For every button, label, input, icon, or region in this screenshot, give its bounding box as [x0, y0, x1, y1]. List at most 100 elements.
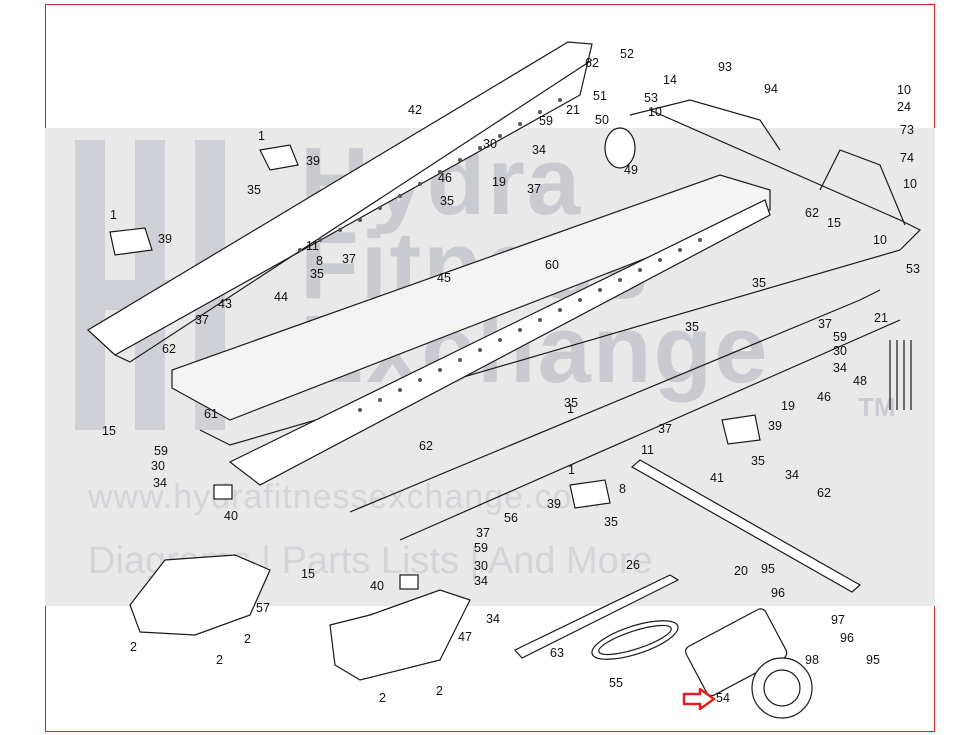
part-label: 34 [532, 143, 546, 157]
part-label: 45 [437, 271, 451, 285]
part-label: 21 [874, 311, 888, 325]
side-rail-left [87, 41, 593, 356]
part-label: 95 [866, 653, 880, 667]
part-label: 49 [624, 163, 638, 177]
part-label: 73 [900, 123, 914, 137]
part-label: 30 [151, 459, 165, 473]
part-label: 46 [817, 390, 831, 404]
hood-47 [329, 589, 471, 681]
part-label: 1 [568, 463, 575, 477]
part-label: 10 [897, 83, 911, 97]
part-label: 11 [641, 443, 654, 457]
part-label: 74 [900, 151, 914, 165]
part-label: 96 [840, 631, 854, 645]
part-label: 2 [436, 684, 443, 698]
deck [171, 174, 771, 421]
part-label: 30 [833, 344, 847, 358]
part-label: 37 [342, 252, 356, 266]
part-label: 60 [545, 258, 559, 272]
part-label: 30 [483, 137, 497, 151]
side-rail-right [228, 199, 771, 486]
part-label: 59 [833, 330, 847, 344]
part-label: 1 [110, 208, 117, 222]
part-label: 62 [585, 56, 599, 70]
part-label: 62 [805, 206, 819, 220]
part-label: 2 [216, 653, 223, 667]
drive-belt [591, 620, 679, 660]
part-label: 15 [827, 216, 841, 230]
part-label: 11 [306, 239, 319, 253]
part-label: 39 [547, 497, 561, 511]
part-label: 41 [710, 471, 724, 485]
part-label: 53 [644, 91, 658, 105]
part-label: 50 [595, 113, 609, 127]
part-label: 48 [853, 374, 867, 388]
part-label: 59 [154, 444, 168, 458]
part-label: 43 [218, 297, 232, 311]
part-label: 34 [785, 468, 799, 482]
part-label: 63 [550, 646, 564, 660]
part-label: 35 [310, 267, 324, 281]
part-label: 37 [527, 182, 541, 196]
part-label: 53 [906, 262, 920, 276]
part-label: 46 [438, 171, 452, 185]
part-label: 62 [419, 439, 433, 453]
part-label: 2 [244, 632, 251, 646]
part-label: 42 [408, 103, 422, 117]
part-label: 10 [648, 105, 662, 119]
part-label: 1 [258, 129, 265, 143]
part-label: 44 [274, 290, 288, 304]
part-label: 34 [153, 476, 167, 490]
highlight-arrow [682, 688, 716, 710]
part-label: 62 [817, 486, 831, 500]
part-label: 15 [301, 567, 315, 581]
part-label: 62 [162, 342, 176, 356]
part-label: 15 [102, 424, 116, 438]
watermark-trademark: TM [858, 392, 896, 422]
part-label: 19 [492, 175, 506, 189]
part-label: 94 [764, 82, 778, 96]
part-label: 96 [771, 586, 785, 600]
part-label: 34 [474, 574, 488, 588]
part-label: 24 [897, 100, 911, 114]
part-label: 34 [833, 361, 847, 375]
part-label: 35 [247, 183, 261, 197]
part-label: 35 [604, 515, 618, 529]
part-label: 35 [685, 320, 699, 334]
part-label: 35 [564, 396, 578, 410]
part-label: 54 [716, 691, 730, 705]
part-label: 39 [158, 232, 172, 246]
part-label: 35 [752, 276, 766, 290]
part-label: 55 [609, 676, 623, 690]
motor-flywheel [751, 657, 813, 719]
part-label: 30 [474, 559, 488, 573]
part-label: 37 [476, 526, 490, 540]
part-label: 8 [619, 482, 626, 496]
part-label: 39 [306, 154, 320, 168]
part-label: 57 [256, 601, 270, 615]
part-label: 59 [539, 114, 553, 128]
part-label: 19 [781, 399, 795, 413]
part-label: 97 [831, 613, 845, 627]
rod-26 [514, 574, 680, 659]
part-label: 35 [440, 194, 454, 208]
part-label: 26 [626, 558, 640, 572]
part-label: 61 [204, 407, 218, 421]
part-label: 35 [751, 454, 765, 468]
part-label: 39 [768, 419, 782, 433]
part-label: 21 [566, 103, 580, 117]
part-label: 93 [718, 60, 732, 74]
part-label: 37 [818, 317, 832, 331]
watermark-url: www.hydrafitnessexchange.com [88, 478, 602, 516]
part-label: 95 [761, 562, 775, 576]
part-label: 2 [130, 640, 137, 654]
part-label: 8 [316, 254, 323, 268]
part-label: 51 [593, 89, 607, 103]
part-label: 98 [805, 653, 819, 667]
part-label: 40 [224, 509, 238, 523]
part-label: 10 [873, 233, 887, 247]
part-label: 37 [658, 422, 672, 436]
part-label: 10 [903, 177, 917, 191]
part-label: 14 [663, 73, 677, 87]
